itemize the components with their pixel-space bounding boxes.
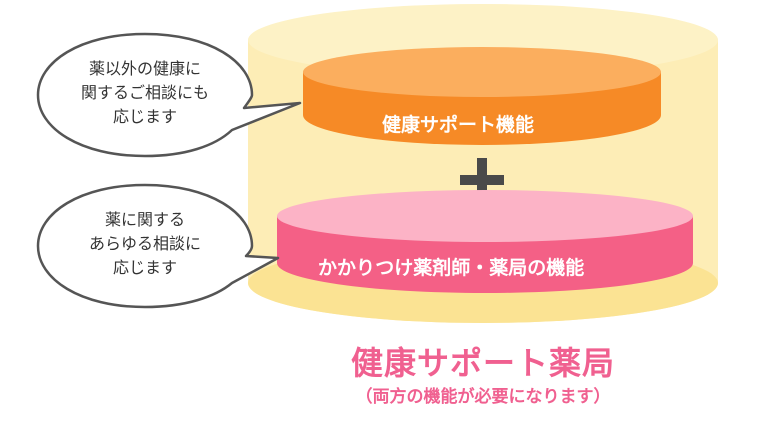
bubble-top-line: 応じます [112,107,177,126]
speech-bubble-top-text: 薬以外の健康に 関するご相談にも 応じます [60,57,230,129]
diagram-subtitle: （両方の機能が必要になります） [355,387,611,407]
bubble-top-line: 関するご相談にも [80,83,209,102]
health-support-disk [303,47,661,145]
speech-bubble-top [36,32,302,158]
pharmacy-disk [277,190,693,293]
pharmacy-disk-top [277,190,693,242]
bubble-top-line: 薬以外の健康に [88,59,201,78]
bubble-bottom-line: 薬に関する [104,210,185,229]
health-support-label: 健康サポート機能 [382,114,535,136]
bubble-bottom-line: あらゆる相談に [88,234,201,253]
plus-icon [460,158,504,202]
diagram-title: 健康サポート薬局 [350,344,615,382]
pharmacy-function-label: かかりつけ薬剤師・薬局の機能 [318,257,585,279]
health-disk-top [303,47,661,97]
speech-bubble-bottom [36,183,280,309]
speech-bubble-bottom-text: 薬に関する あらゆる相談に 応じます [60,208,230,280]
bubble-bottom-line: 応じます [112,258,177,277]
